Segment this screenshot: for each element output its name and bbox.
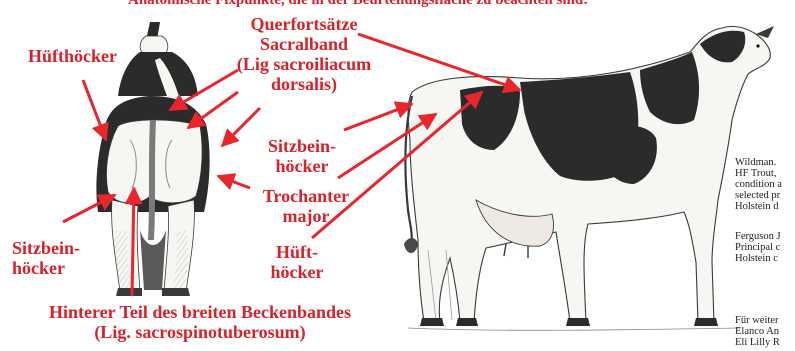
header-text: Anatomische Fixpunkte, die in der Beurte… (128, 0, 588, 9)
side-cow-illustration (404, 26, 774, 330)
reference-line: Principal c (735, 242, 780, 254)
label-sacralband-1: Sacralband (226, 34, 382, 54)
arrow-sitzbein-side (344, 104, 412, 130)
label-trochanter-1: Trochanter (250, 186, 362, 206)
reference-line: Holstein c (735, 253, 778, 265)
reference-line: Ferguson J (735, 231, 781, 243)
label-sitzbeinhoecker-side: Sitzbein- höcker (262, 136, 342, 176)
reference-line: Eli Lilly R (735, 337, 780, 349)
label-huefthoecker-rear: Hüfthöcker (28, 46, 117, 66)
reference-line: Holstein d (735, 201, 778, 213)
reference-line: HF Trout, (735, 168, 776, 180)
reference-line: Wildman. (735, 157, 776, 169)
label-huefthoecker-side: Hüft- höcker (262, 242, 332, 282)
label-hinterer-teil: Hinterer Teil des breiten Beckenbandes (… (20, 302, 380, 342)
reference-line: Elanco An (735, 326, 779, 338)
arrow-trochanter-rear (218, 176, 250, 188)
label-trochanter-major: Trochanter major (250, 186, 362, 226)
label-trochanter-2: major (250, 206, 362, 226)
label-sitzbein-side-2: höcker (262, 156, 342, 176)
label-sacralband-2: (Lig sacroiliacum (226, 54, 382, 74)
label-sitzbein-side-1: Sitzbein- (262, 136, 342, 156)
reference-line: Für weiter (735, 315, 778, 327)
reference-line: selected pr (735, 190, 780, 202)
arrow-hinterer-rear (132, 188, 134, 296)
label-hinterer-2: (Lig. sacrospinotuberosum) (20, 322, 380, 342)
label-hueft-side-1: Hüft- (262, 242, 332, 262)
label-sitzbein-rear-2: höcker (12, 258, 80, 278)
label-querfortsaetze-sacralband: Querfortsätze Sacralband (Lig sacroiliac… (226, 14, 382, 95)
reference-line: condition a (735, 179, 782, 191)
arrow-dorsalis-rear (222, 108, 260, 146)
arrow-huefthoecker-rear (83, 80, 106, 140)
label-hinterer-1: Hinterer Teil des breiten Beckenbandes (20, 302, 380, 322)
label-hueft-side-2: höcker (262, 262, 332, 282)
label-sitzbein-rear-1: Sitzbein- (12, 238, 80, 258)
label-sacralband-3: dorsalis) (226, 74, 382, 94)
label-querfortsaetze: Querfortsätze (226, 14, 382, 34)
label-sitzbeinhoecker-rear: Sitzbein- höcker (12, 238, 80, 278)
